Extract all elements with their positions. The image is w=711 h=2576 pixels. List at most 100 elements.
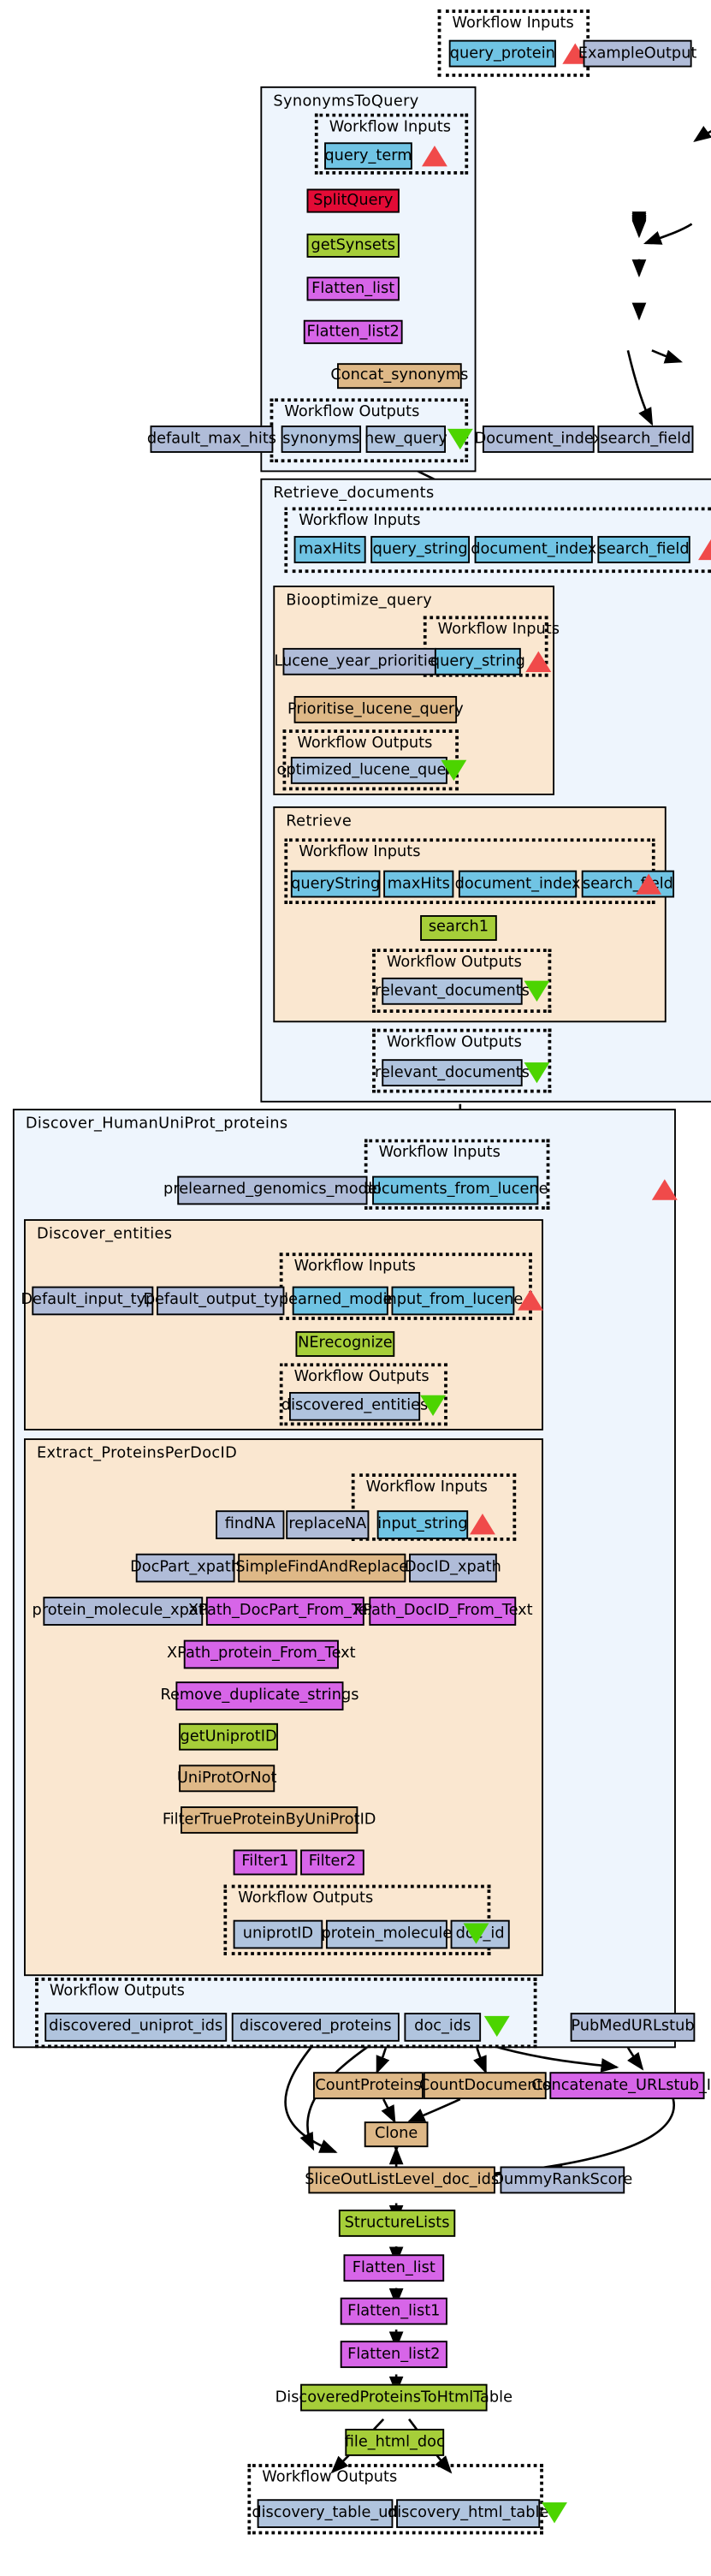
node-concat-synonyms[interactable]: Concat_synonyms xyxy=(330,363,468,390)
node-get-uniprot-id[interactable]: getUniprotID xyxy=(179,1722,278,1751)
workflow-inputs-label: Workflow Inputs xyxy=(299,512,421,530)
group-title-synonyms-to-query: SynonymsToQuery xyxy=(273,92,419,110)
node-document-index-const[interactable]: Document_index xyxy=(475,425,602,453)
node-rd-maxhits[interactable]: maxHits xyxy=(293,536,366,563)
node-structure-lists[interactable]: StructureLists xyxy=(338,2210,456,2237)
node-r-query-string[interactable]: queryString xyxy=(290,870,381,898)
node-bottom-flatten-list2[interactable]: Flatten_list2 xyxy=(340,2341,447,2369)
node-query-term[interactable]: query_term xyxy=(324,142,412,170)
workflow-outputs-label: Workflow Outputs xyxy=(293,1367,430,1386)
node-discovery-html-table[interactable]: discovery_html_table xyxy=(388,2499,548,2528)
node-bottom-flatten-list[interactable]: Flatten_list xyxy=(343,2254,445,2282)
node-filter1[interactable]: Filter1 xyxy=(233,1849,298,1876)
workflow-inputs-label: Workflow Inputs xyxy=(452,14,574,33)
node-bottom-flatten-list1[interactable]: Flatten_list1 xyxy=(340,2297,447,2325)
node-optimized-lucene-query[interactable]: optimized_lucene_query xyxy=(277,757,461,784)
node-flatten-list2[interactable]: Flatten_list2 xyxy=(303,319,403,344)
node-r-maxhits[interactable]: maxHits xyxy=(383,870,454,898)
node-prelearned-genomics-model[interactable]: prelearned_genomics_model xyxy=(163,1175,382,1205)
node-pubmed-url-stub[interactable]: PubMedURLstub xyxy=(570,2013,696,2042)
output-port-triangle-icon xyxy=(524,1062,550,1084)
node-file-html-doc[interactable]: file_html_doc xyxy=(345,2429,445,2456)
group-title-biooptimize-query: Biooptimize_query xyxy=(286,592,433,610)
node-search-field-const[interactable]: search_field xyxy=(597,425,694,453)
node-findna[interactable]: findNA xyxy=(216,1510,285,1539)
node-output-synonyms[interactable]: synonyms xyxy=(281,425,362,453)
node-split-query[interactable]: SplitQuery xyxy=(306,188,400,213)
node-lucene-year-priorities[interactable]: Lucene_year_priorities xyxy=(274,647,445,675)
group-title-discover-entities: Discover_entities xyxy=(36,1225,173,1244)
node-input-from-lucene[interactable]: input_from_lucene xyxy=(383,1286,523,1316)
workflow-outputs-label: Workflow Outputs xyxy=(297,734,433,753)
input-port-triangle-icon xyxy=(651,1179,678,1200)
node-rd-query-string[interactable]: query_string xyxy=(370,536,471,563)
node-bio-query-string[interactable]: query_string xyxy=(430,647,525,675)
node-remove-duplicate-strings[interactable]: Remove_duplicate_strings xyxy=(160,1681,358,1710)
node-xpath-protein-from-text[interactable]: XPath_protein_From_Text xyxy=(167,1639,356,1669)
node-example-output[interactable]: ExampleOutput xyxy=(578,39,696,68)
node-prioritise-lucene-query[interactable]: Prioritise_lucene_query xyxy=(287,695,464,723)
output-port-triangle-icon xyxy=(483,2015,510,2038)
node-simple-find-and-replace[interactable]: SimpleFindAndReplace xyxy=(235,1553,408,1583)
group-title-retrieve-documents: Retrieve_documents xyxy=(273,485,435,503)
node-query-protein[interactable]: query_protein xyxy=(448,39,556,68)
node-discovered-proteins-to-html-table[interactable]: DiscoveredProteinsToHtmlTable xyxy=(276,2383,513,2412)
node-xpath-docid-from-text[interactable]: XPath_DocID_From_Text xyxy=(353,1597,533,1626)
node-default-input-type[interactable]: Default_input_type xyxy=(21,1286,164,1316)
node-search1[interactable]: search1 xyxy=(420,915,497,941)
node-default-max-hits[interactable]: default_max_hits xyxy=(147,425,276,453)
node-rd-document-index[interactable]: document_index xyxy=(471,536,596,563)
node-nerecognize[interactable]: NErecognize xyxy=(295,1330,395,1357)
node-replacena[interactable]: replaceNA xyxy=(286,1510,370,1539)
node-input-string[interactable]: input_string xyxy=(376,1510,469,1539)
node-discovered-uniprot-ids[interactable]: discovered_uniprot_ids xyxy=(44,2013,228,2042)
input-port-triangle-icon xyxy=(421,146,447,167)
node-documents-from-lucene[interactable]: documents_from_lucene xyxy=(363,1175,548,1205)
node-learned-model[interactable]: learned_model xyxy=(284,1286,396,1316)
node-uniprot-id[interactable]: uniprotID xyxy=(233,1919,323,1949)
workflow-outputs-label: Workflow Outputs xyxy=(49,1982,185,2001)
input-port-triangle-icon xyxy=(636,873,662,895)
node-clone[interactable]: Clone xyxy=(364,2121,429,2148)
node-protein-molecule[interactable]: protein_molecule xyxy=(322,1919,452,1949)
node-doc-ids[interactable]: doc_ids xyxy=(404,2013,482,2042)
node-retrieve-relevant-documents[interactable]: relevant_documents xyxy=(375,977,530,1005)
node-output-new-query[interactable]: new_query xyxy=(364,425,447,453)
workflow-inputs-label: Workflow Inputs xyxy=(378,1144,501,1162)
node-concatenate-urlstub-id[interactable]: Concatenate_URLstub_ID xyxy=(531,2072,711,2100)
node-discovery-table-url[interactable]: discovery_table_url xyxy=(252,2499,399,2528)
workflow-inputs-group-retrieve-documents: Workflow Inputs xyxy=(284,507,711,574)
workflow-outputs-label: Workflow Outputs xyxy=(262,2468,398,2487)
output-port-triangle-icon xyxy=(524,980,550,1002)
node-r-document-index[interactable]: document_index xyxy=(455,870,581,898)
node-count-documents[interactable]: CountDocuments xyxy=(419,2072,551,2100)
node-filter2[interactable]: Filter2 xyxy=(300,1849,364,1876)
input-port-triangle-icon xyxy=(698,538,711,561)
node-docpart-xpath[interactable]: DocPart_xpath xyxy=(130,1553,240,1583)
node-count-proteins[interactable]: CountProteins xyxy=(313,2072,424,2100)
node-uniprot-or-not[interactable]: UniProtOrNot xyxy=(177,1764,276,1793)
output-port-triangle-icon xyxy=(463,1923,489,1944)
node-xpath-docpart-from-text[interactable]: XPath_DocPart_From_Text xyxy=(188,1597,382,1626)
node-discovered-entities[interactable]: discovered_entities xyxy=(281,1391,428,1421)
node-filter-true-protein-by-uniprot-id[interactable]: FilterTrueProteinByUniProtID xyxy=(163,1806,376,1834)
node-default-output-type[interactable]: Default_output_type xyxy=(143,1286,298,1316)
node-get-synsets[interactable]: getSynsets xyxy=(306,233,400,258)
node-docid-xpath[interactable]: DocID_xpath xyxy=(405,1553,501,1583)
group-title-retrieve: Retrieve xyxy=(286,812,353,830)
workflow-inputs-group-synonyms: Workflow Inputs xyxy=(314,113,469,175)
node-protein-molecule-xpath[interactable]: protein_molecule_xpath xyxy=(33,1597,214,1626)
node-rd-relevant-documents[interactable]: relevant_documents xyxy=(375,1059,530,1087)
node-dummy-rank-score[interactable]: DummyRankScore xyxy=(492,2166,632,2194)
input-port-triangle-icon xyxy=(525,651,552,672)
workflow-outputs-group-bottom: Workflow Outputs xyxy=(247,2464,543,2535)
node-flatten-list[interactable]: Flatten_list xyxy=(306,277,400,301)
node-slice-out-list-level-doc-ids[interactable]: SliceOutListLevel_doc_ids xyxy=(305,2166,499,2194)
workflow-inputs-label: Workflow Inputs xyxy=(437,621,560,639)
workflow-inputs-group-discover: Workflow Inputs xyxy=(364,1139,550,1210)
node-rd-search-field[interactable]: search_field xyxy=(597,536,690,563)
workflow-outputs-label: Workflow Outputs xyxy=(238,1889,374,1907)
workflow-inputs-group-biooptimize: Workflow Inputs xyxy=(423,616,560,677)
node-discovered-proteins[interactable]: discovered_proteins xyxy=(231,2013,400,2042)
